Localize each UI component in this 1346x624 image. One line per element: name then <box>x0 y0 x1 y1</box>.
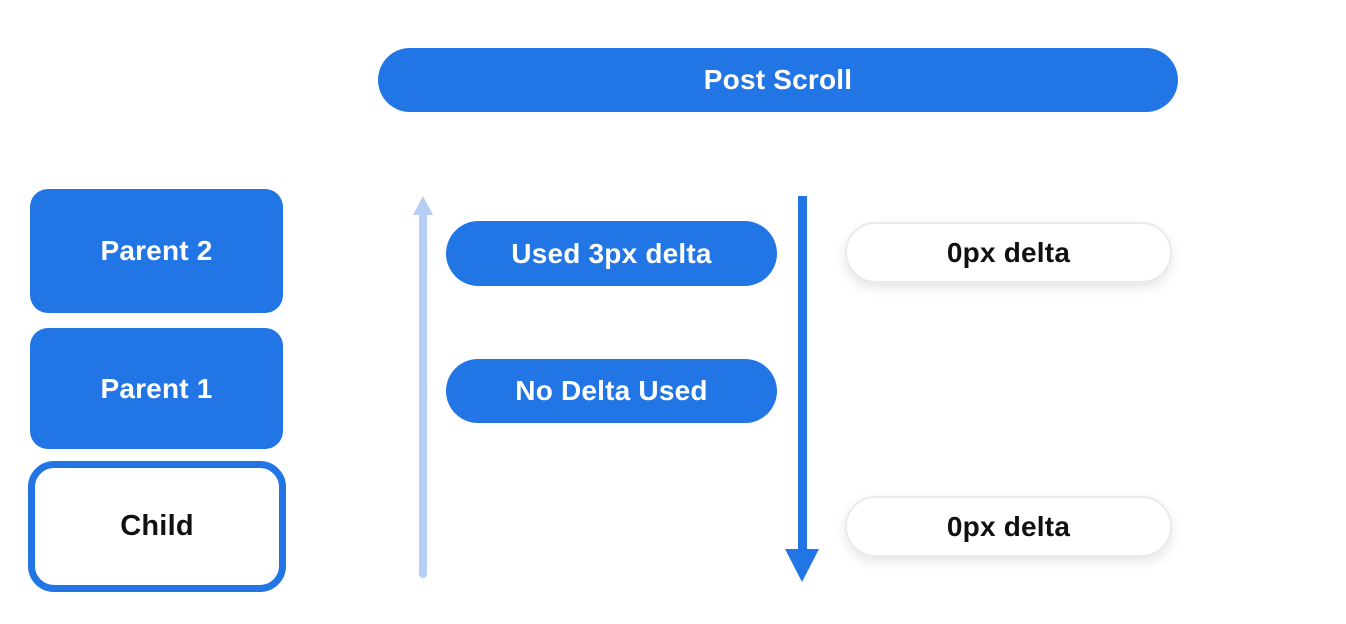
down-arrowhead-icon <box>785 549 819 582</box>
child-box: Child <box>28 461 286 592</box>
parent-1-label: Parent 1 <box>100 372 213 404</box>
used-delta-pill: Used 3px delta <box>446 221 777 286</box>
parent-2-box: Parent 2 <box>30 189 283 313</box>
post-scroll-header: Post Scroll <box>378 48 1178 112</box>
parent-1-box: Parent 1 <box>30 328 283 449</box>
used-delta-label: Used 3px delta <box>511 237 712 269</box>
no-delta-used-label: No Delta Used <box>515 375 708 406</box>
child-label: Child <box>120 510 194 542</box>
parent-2-label: Parent 2 <box>100 235 213 266</box>
down-arrow-icon <box>785 196 819 582</box>
up-arrow-shaft <box>419 213 427 578</box>
up-arrowhead-icon <box>413 196 433 215</box>
post-scroll-header-label: Post Scroll <box>703 64 853 95</box>
zero-delta-top-label: 0px delta <box>946 236 1071 268</box>
up-arrow-icon <box>413 196 433 578</box>
zero-delta-pill-bottom: 0px delta <box>845 496 1172 557</box>
zero-delta-bottom-label: 0px delta <box>946 510 1071 542</box>
zero-delta-pill-top: 0px delta <box>845 222 1172 283</box>
down-arrow-shaft <box>798 196 807 552</box>
no-delta-used-pill: No Delta Used <box>446 359 777 423</box>
